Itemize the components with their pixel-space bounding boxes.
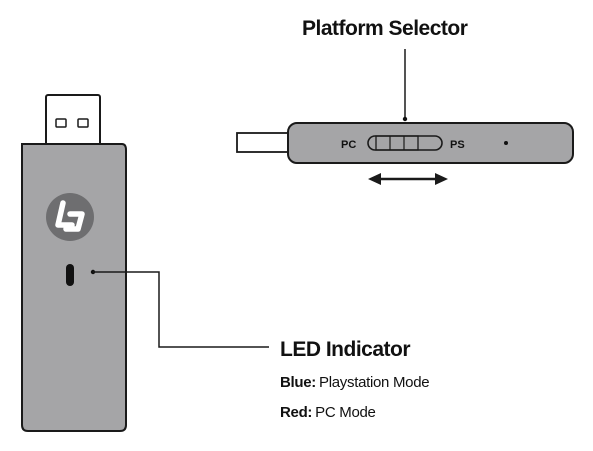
led-mode-blue-key: Blue: (280, 374, 316, 391)
brand-logo-icon (46, 193, 94, 241)
selector-pc-label: PC (341, 139, 356, 151)
led-indicator-title: LED Indicator (280, 338, 410, 361)
side-led-dot (504, 141, 508, 145)
led-indicator-light (66, 264, 74, 286)
led-mode-blue: Blue:Playstation Mode (280, 374, 429, 391)
usb-connector (45, 94, 101, 147)
side-usb-connector (236, 132, 294, 153)
led-leader-line (93, 271, 269, 348)
usb-pin-right (77, 118, 89, 128)
platform-selector-title: Platform Selector (302, 17, 468, 40)
dongle-body (21, 143, 127, 432)
usb-pin-left (55, 118, 67, 128)
dongle-side-view: PC PS (236, 122, 574, 164)
selector-leader-dot (402, 116, 408, 122)
double-arrow-icon (368, 173, 448, 185)
selector-ps-label: PS (450, 139, 465, 151)
dongle-front-view (21, 94, 127, 432)
platform-selector-switch[interactable] (367, 135, 443, 151)
led-mode-red-value: PC Mode (315, 404, 375, 421)
led-mode-red-key: Red: (280, 404, 312, 421)
led-mode-red: Red:PC Mode (280, 404, 376, 421)
led-mode-blue-value: Playstation Mode (319, 374, 429, 391)
